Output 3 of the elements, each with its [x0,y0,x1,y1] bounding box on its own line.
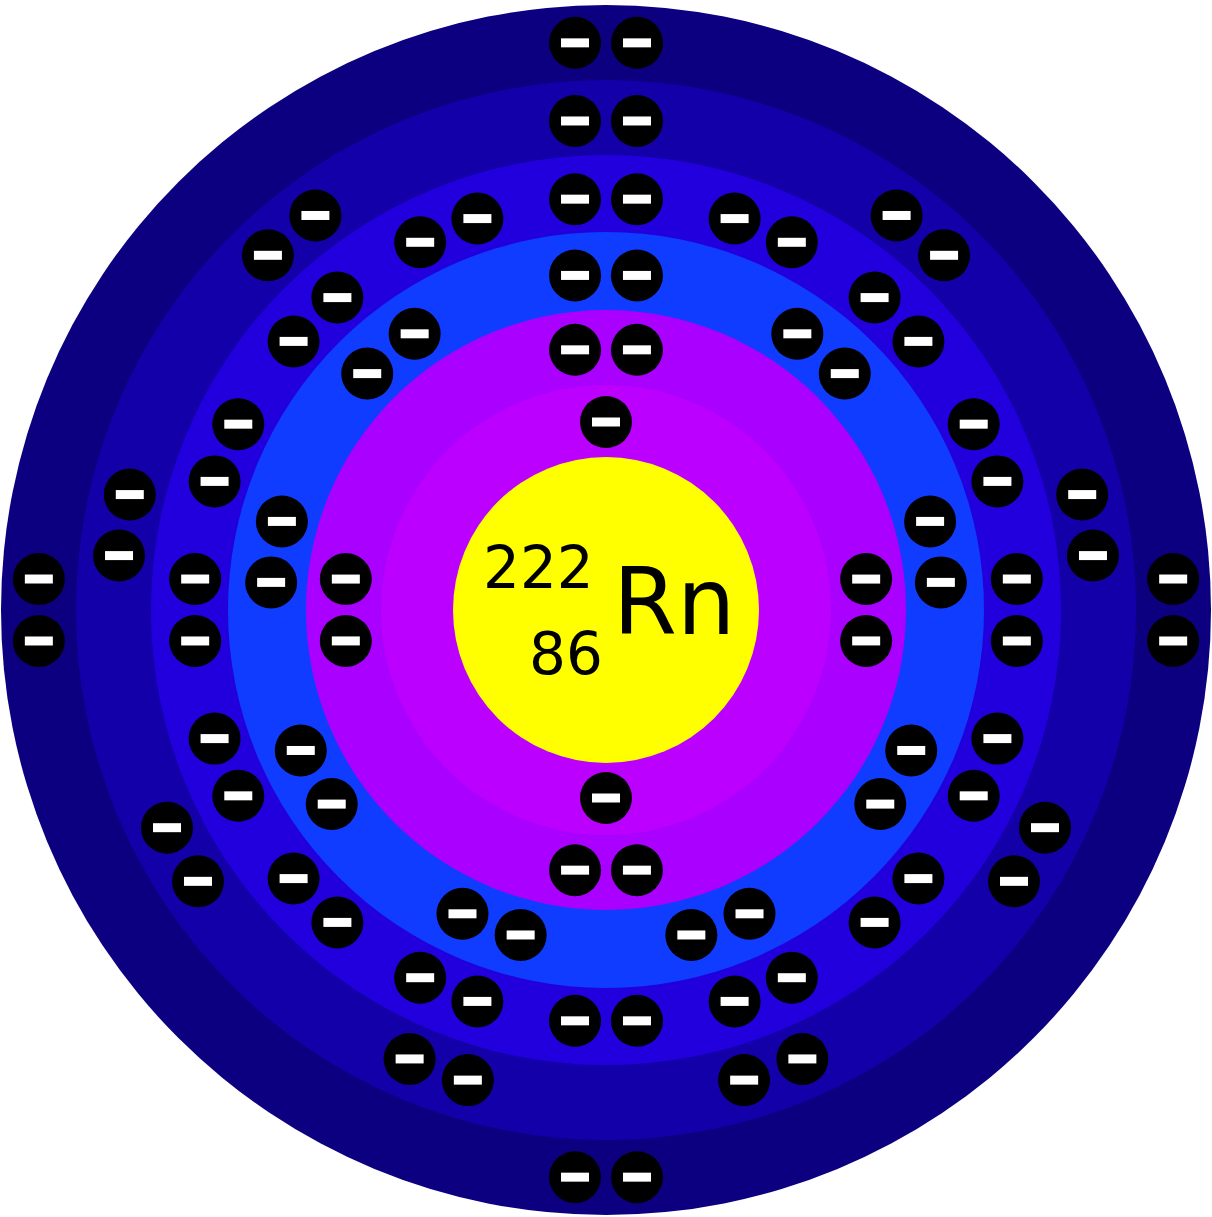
atomic-number: 86 [529,625,603,683]
element-symbol: Rn [613,557,736,649]
mass-number: 222 [483,539,594,597]
